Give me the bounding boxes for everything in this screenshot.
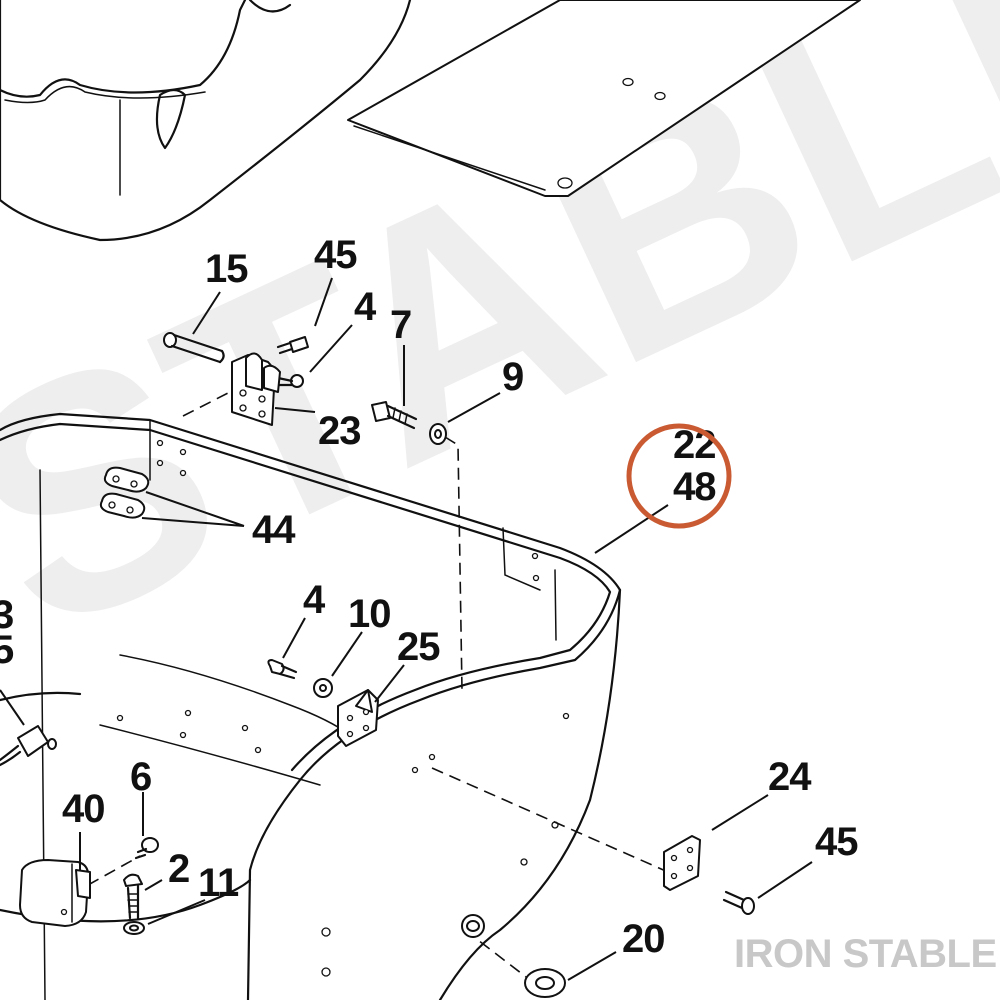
part-label-15: 15 (205, 247, 248, 291)
lid-part (0, 0, 412, 242)
connector-part-3 (0, 725, 57, 767)
grommet-part-20 (461, 914, 566, 998)
leader-lines (0, 277, 813, 981)
pin-part-45-bottom (722, 890, 755, 915)
bolt-part-7 (371, 401, 418, 430)
pin-part-15 (163, 332, 225, 364)
plate-part-24 (663, 835, 701, 891)
screw-part-45-top (276, 336, 309, 355)
hinge-bracket-23 (231, 352, 281, 426)
washer-part-11 (123, 921, 145, 935)
washer-part-10 (313, 678, 333, 698)
latch-bracket-25 (337, 689, 379, 747)
part-label-9: 9 (502, 355, 523, 399)
part-label-45-bottom: 45 (815, 820, 858, 864)
highlight-circle (626, 423, 732, 529)
screw-part-4-middle (267, 659, 298, 680)
lid-plate (347, 0, 861, 197)
part-label-45-top: 45 (314, 233, 357, 277)
part-label-23: 23 (318, 409, 361, 453)
part-label-40: 40 (62, 787, 105, 831)
part-label-3: 3 (0, 593, 13, 637)
part-label-7: 7 (390, 303, 411, 347)
gasket-part-44 (99, 466, 150, 519)
part-label-48: 48 (673, 465, 716, 509)
part-label-44: 44 (252, 508, 296, 552)
part-label-11: 11 (198, 861, 239, 905)
part-label-24: 24 (768, 755, 812, 799)
part-label-20: 20 (622, 917, 665, 961)
part-label-25: 25 (397, 625, 440, 669)
assembly-guides (87, 391, 669, 981)
part-label-10: 10 (348, 592, 391, 636)
part-label-2: 2 (168, 847, 189, 891)
part-label-6: 6 (130, 755, 151, 799)
brand-watermark: IRON STABLE (734, 932, 997, 976)
washer-part-9 (429, 423, 447, 445)
screw-part-6 (134, 837, 159, 860)
part-label-4-middle: 4 (303, 578, 326, 622)
latch-body-40 (19, 859, 91, 927)
bolt-part-2 (123, 873, 143, 920)
part-label-5: 5 (0, 628, 14, 672)
part-label-4-top: 4 (354, 285, 377, 329)
